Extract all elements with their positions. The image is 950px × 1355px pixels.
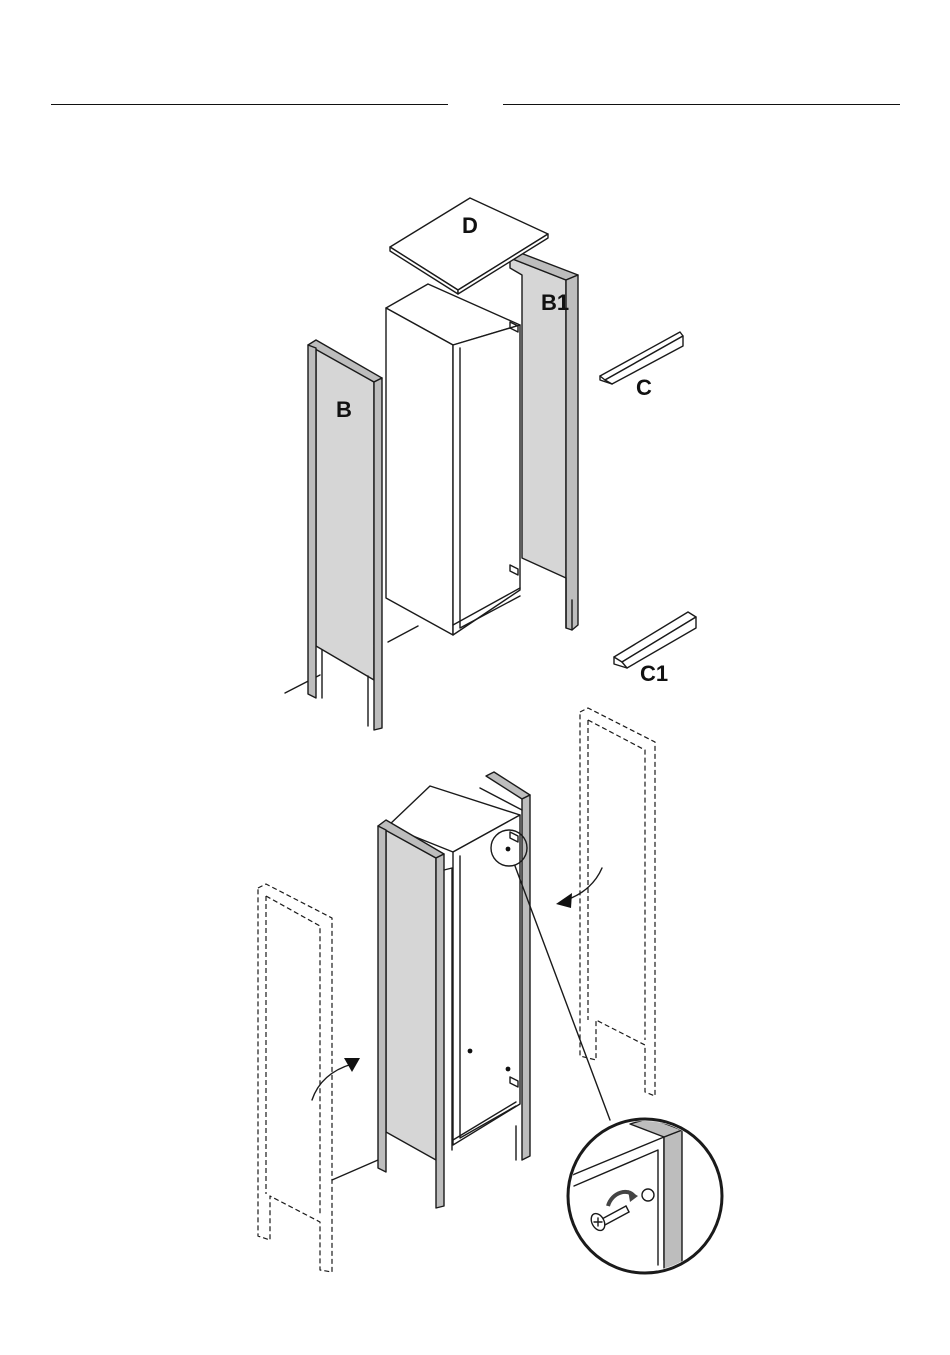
screw-hole-mid-left [468,1049,473,1054]
arrow-right-icon [556,868,602,908]
label-top-panel-d: D [462,213,478,238]
exploded-view: D B1 B C C1 [285,198,696,730]
carcass [386,284,520,635]
ghost-panel-left [258,884,332,1272]
rail-c1 [614,612,696,668]
screw-hole-top [506,847,511,852]
attached-panel-b [378,820,452,1208]
arrow-left-icon [312,1058,360,1100]
floor-line-bottom [332,1160,378,1180]
detail-magnifier [568,1118,722,1273]
ghost-panel-right [580,708,655,1096]
label-side-panel-b: B [336,397,352,422]
label-rail-c1: C1 [640,661,668,686]
screw-hole-mid-right [506,1067,511,1072]
assembly-view [258,708,722,1273]
floor-line-mid [388,626,418,642]
label-side-panel-b1: B1 [541,290,569,315]
label-rail-c: C [636,375,652,400]
